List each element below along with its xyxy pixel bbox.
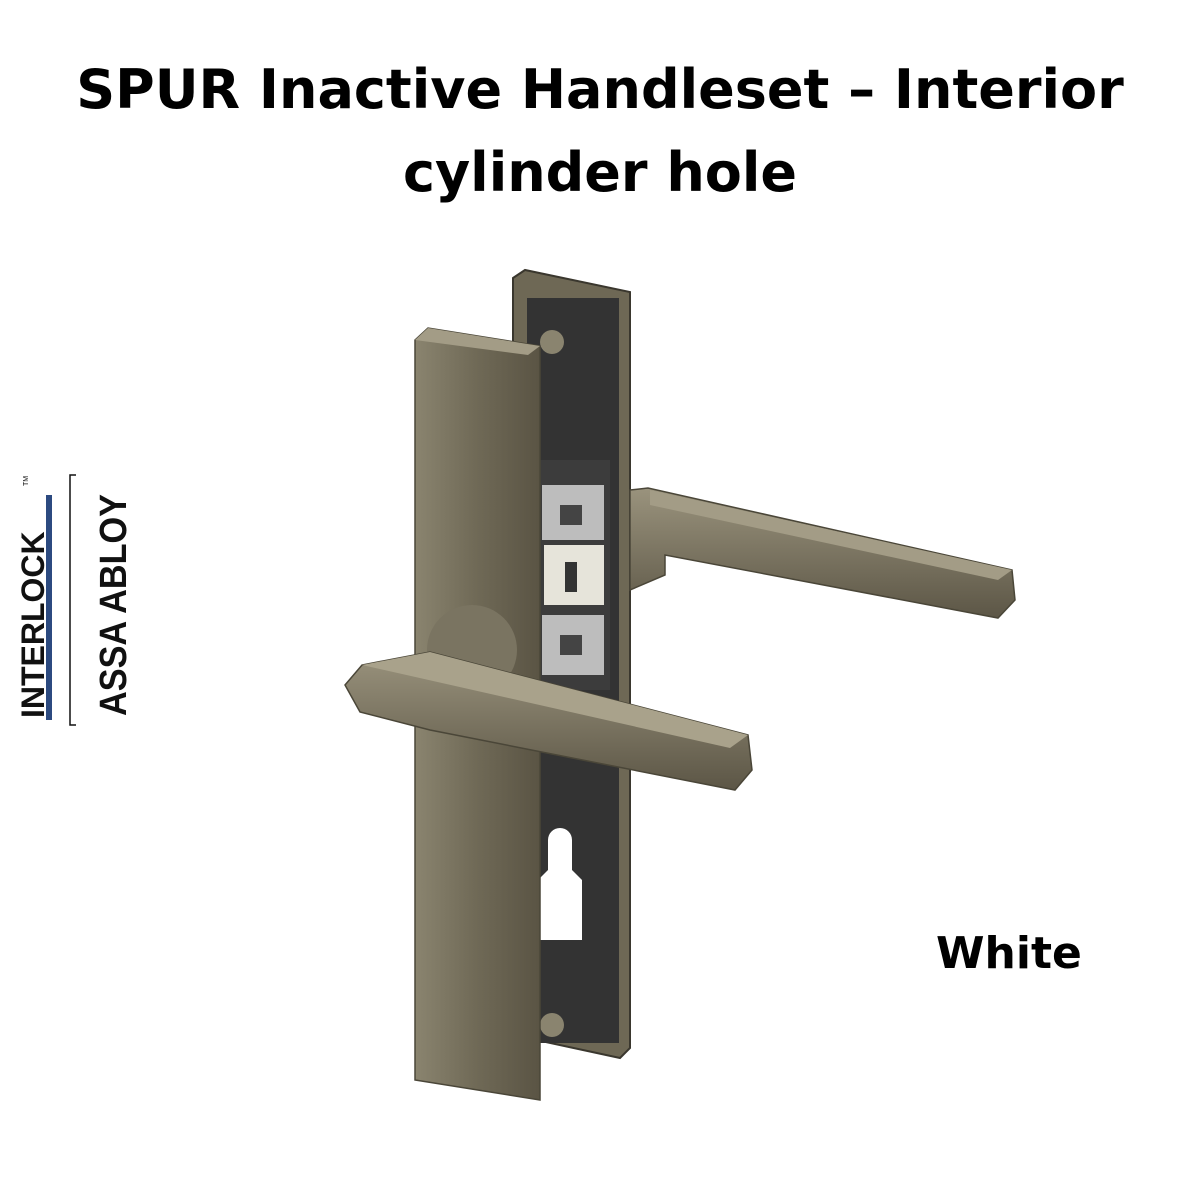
interlock-assa-abloy-logo: INTERLOCK TM ASSA ABLOY	[15, 474, 135, 726]
upper-lever	[629, 487, 1016, 619]
assa-abloy-wordmark: ASSA ABLOY	[93, 494, 135, 716]
page-title: SPUR Inactive Handleset – Interior cylin…	[0, 48, 1200, 214]
screw-boss-bottom	[540, 1013, 564, 1037]
finish-color-label: White	[936, 928, 1082, 979]
screw-boss-top	[540, 330, 564, 354]
title-line-1: SPUR Inactive Handleset – Interior	[76, 58, 1124, 121]
logo-bracket	[69, 474, 76, 726]
title-line-2: cylinder hole	[402, 141, 798, 204]
cylinder-hole	[538, 828, 582, 940]
lower-lever	[344, 605, 753, 791]
back-plate	[512, 268, 631, 1060]
interlock-stripe	[46, 495, 52, 720]
trademark-symbol: TM	[23, 476, 30, 486]
interlock-wordmark: INTERLOCK	[15, 531, 51, 718]
